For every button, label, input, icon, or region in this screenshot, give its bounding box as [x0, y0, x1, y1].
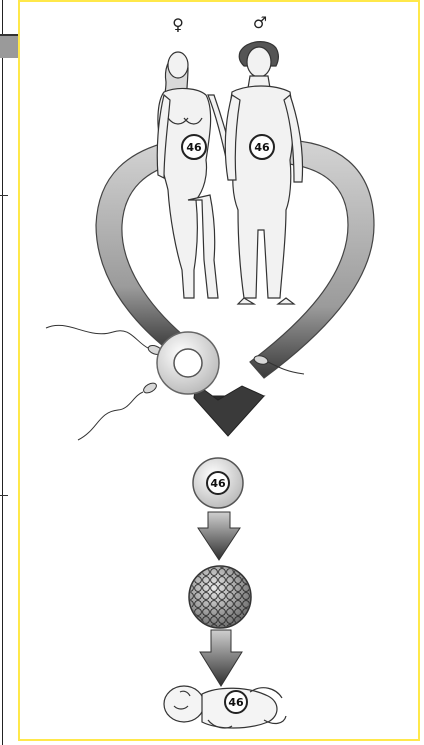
baby-46-label: 46 — [225, 691, 247, 713]
left-edge-line — [2, 0, 3, 745]
male-symbol: ♂ — [253, 13, 267, 32]
baby-chromosome-count: 46 — [228, 696, 244, 709]
female-chromosome-count: 46 — [186, 141, 202, 154]
baby-figure — [164, 686, 286, 728]
male-46-label: 46 — [250, 135, 274, 159]
zygote-cell: 46 — [193, 458, 243, 508]
man-figure — [225, 42, 302, 304]
left-edge-tick — [0, 195, 8, 196]
fertilization-diagram: ♀ ♂ 46 46 — [18, 0, 420, 741]
left-edge-tab — [0, 34, 18, 58]
arrow-zygote-to-morula — [198, 512, 240, 560]
woman-figure — [157, 52, 236, 298]
morula-cell — [189, 566, 251, 628]
arrow-morula-to-baby — [200, 630, 242, 686]
egg-cell — [157, 332, 219, 394]
zygote-chromosome-count: 46 — [210, 477, 226, 490]
female-symbol: ♀ — [172, 15, 184, 34]
male-chromosome-count: 46 — [254, 141, 270, 154]
left-edge-tick — [0, 495, 8, 496]
female-46-label: 46 — [182, 135, 206, 159]
